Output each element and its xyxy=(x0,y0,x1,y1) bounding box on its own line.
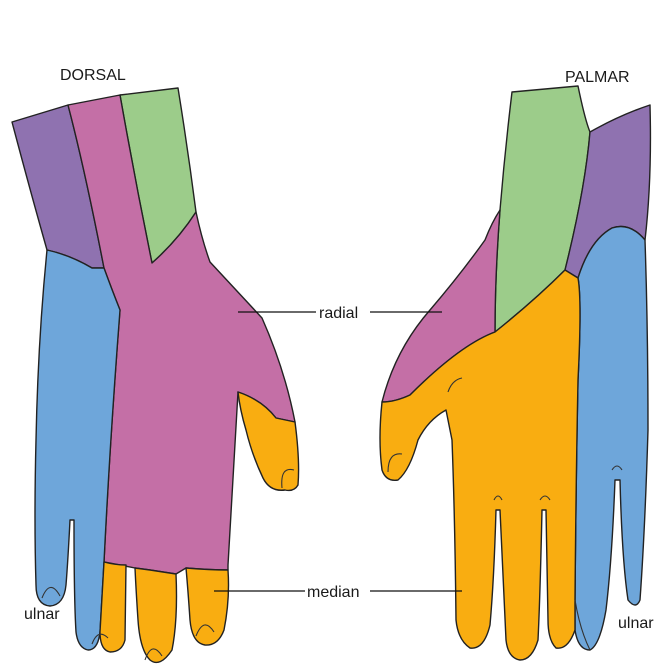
dorsal-hand xyxy=(12,88,299,662)
ulnar-label-dorsal: ulnar xyxy=(24,606,60,623)
palmar-ulnar-region xyxy=(575,227,648,651)
dorsal-median-finger-3 xyxy=(186,568,229,645)
ulnar-label-palmar: ulnar xyxy=(618,615,654,632)
palmar-label: PALMAR xyxy=(565,69,630,86)
median-label: median xyxy=(307,584,359,601)
radial-label: radial xyxy=(319,305,358,322)
dorsal-label: DORSAL xyxy=(60,67,126,84)
palmar-hand xyxy=(380,86,650,660)
dorsal-median-finger-1 xyxy=(100,562,126,652)
dorsal-median-finger-2 xyxy=(135,568,177,662)
